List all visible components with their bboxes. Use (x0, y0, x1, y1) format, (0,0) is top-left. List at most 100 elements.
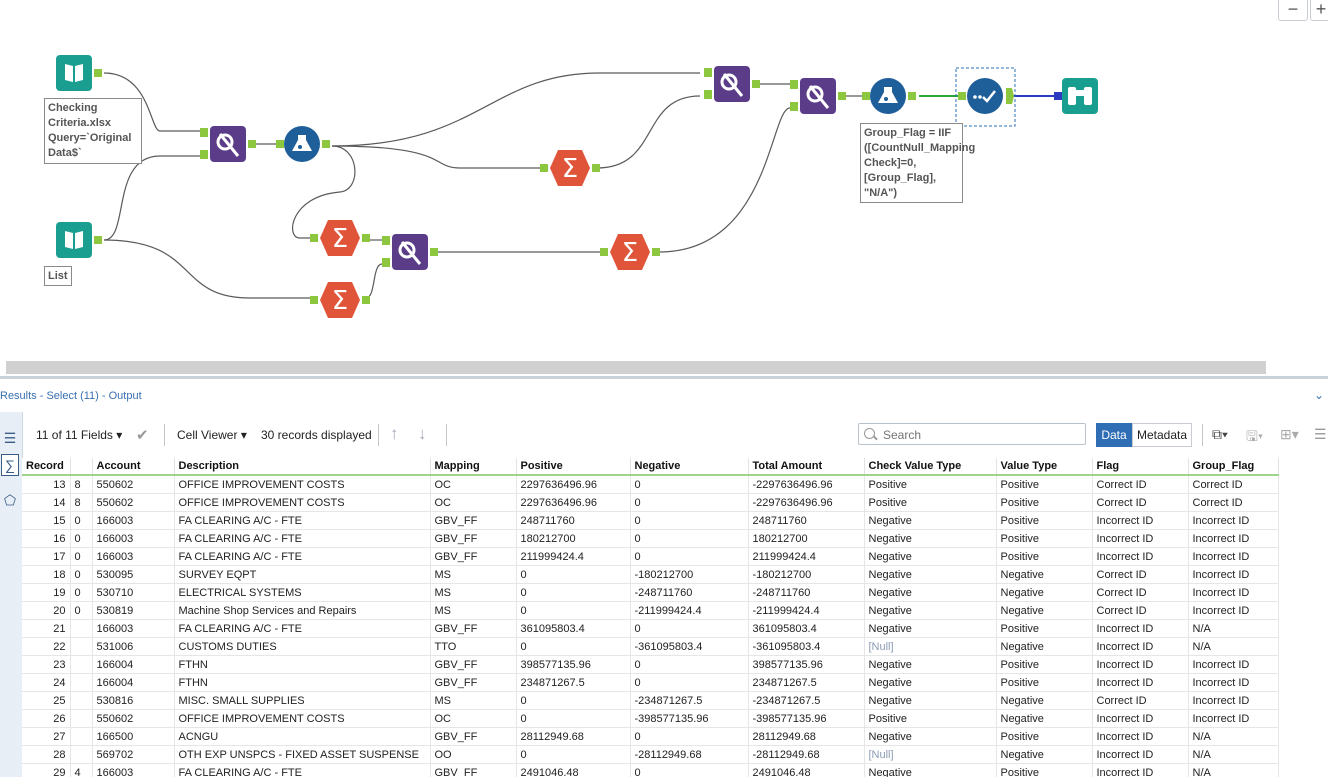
table-cell[interactable]: Positive (996, 475, 1093, 494)
record-number-cell[interactable]: 27 (22, 727, 71, 746)
table-cell[interactable] (70, 745, 93, 764)
table-cell[interactable]: -28112949.68 (748, 745, 865, 764)
table-cell[interactable]: -398577135.96 (630, 709, 749, 728)
table-cell[interactable]: Positive (996, 493, 1093, 512)
table-cell[interactable] (70, 727, 93, 746)
table-cell[interactable]: Negative (996, 691, 1093, 710)
table-cell[interactable]: 569702 (92, 745, 175, 764)
table-cell[interactable]: Positive (996, 655, 1093, 674)
table-cell[interactable]: FTHN (174, 673, 431, 692)
join-tool[interactable] (704, 66, 764, 102)
table-cell[interactable]: FTHN (174, 655, 431, 674)
record-number-cell[interactable]: 19 (22, 583, 71, 602)
table-cell[interactable]: N/A (1188, 619, 1279, 638)
table-cell[interactable]: MISC. SMALL SUPPLIES (174, 691, 431, 710)
record-number-cell[interactable]: 18 (22, 565, 71, 584)
table-cell[interactable]: 234871267.5 (516, 673, 631, 692)
table-cell[interactable]: 0 (516, 637, 631, 656)
table-cell[interactable]: 166004 (92, 655, 175, 674)
select-tool[interactable] (958, 78, 1018, 114)
table-cell[interactable]: 166500 (92, 727, 175, 746)
table-cell[interactable]: Negative (864, 619, 997, 638)
record-number-cell[interactable]: 26 (22, 709, 71, 728)
table-cell[interactable]: Negative (996, 745, 1093, 764)
table-cell[interactable]: Positive (996, 763, 1093, 777)
table-cell[interactable]: Positive (996, 529, 1093, 548)
table-cell[interactable]: 234871267.5 (748, 673, 865, 692)
scrollbar-thumb[interactable] (6, 361, 1266, 374)
add-table-icon[interactable]: ⊞▾ (1280, 426, 1299, 442)
table-cell[interactable]: -234871267.5 (748, 691, 865, 710)
table-cell[interactable]: 166003 (92, 619, 175, 638)
table-cell[interactable]: FA CLEARING A/C - FTE (174, 547, 431, 566)
table-cell[interactable]: Negative (864, 565, 997, 584)
column-header[interactable] (70, 458, 93, 476)
input-data-tool[interactable] (56, 222, 102, 258)
table-cell[interactable]: Incorrect ID (1092, 709, 1189, 728)
table-cell[interactable]: 398577135.96 (516, 655, 631, 674)
table-cell[interactable]: 2297636496.96 (516, 493, 631, 512)
table-cell[interactable]: Incorrect ID (1188, 655, 1279, 674)
table-cell[interactable]: 8 (70, 493, 93, 512)
column-header[interactable]: Account (92, 458, 175, 476)
check-icon[interactable]: ✔ (136, 427, 149, 444)
formula-tool[interactable] (862, 78, 922, 114)
record-number-cell[interactable]: 13 (22, 475, 71, 494)
record-number-cell[interactable]: 24 (22, 673, 71, 692)
table-cell[interactable]: OO (430, 745, 517, 764)
column-header[interactable]: Total Amount (748, 458, 865, 476)
table-cell[interactable]: Incorrect ID (1188, 601, 1279, 620)
search-input[interactable] (881, 427, 1081, 443)
table-cell[interactable]: Negative (864, 547, 997, 566)
table-cell[interactable]: 550602 (92, 475, 175, 494)
table-cell[interactable]: 0 (630, 655, 749, 674)
search-field[interactable] (858, 423, 1086, 445)
table-cell[interactable]: OC (430, 475, 517, 494)
record-number-cell[interactable]: 20 (22, 601, 71, 620)
table-cell[interactable]: 361095803.4 (516, 619, 631, 638)
record-number-cell[interactable]: 22 (22, 637, 71, 656)
table-cell[interactable]: 248711760 (748, 511, 865, 530)
record-number-cell[interactable]: 25 (22, 691, 71, 710)
table-cell[interactable]: OC (430, 493, 517, 512)
table-cell[interactable] (70, 691, 93, 710)
column-header[interactable]: Description (174, 458, 431, 476)
table-cell[interactable]: Correct ID (1092, 493, 1189, 512)
table-cell[interactable]: 530710 (92, 583, 175, 602)
pane-splitter[interactable] (0, 376, 1328, 379)
table-cell[interactable]: 530819 (92, 601, 175, 620)
summarize-tool[interactable]: Σ (600, 234, 660, 270)
menu-icon[interactable]: ☰ (1314, 426, 1327, 442)
table-cell[interactable]: FA CLEARING A/C - FTE (174, 511, 431, 530)
canvas-horizontal-scrollbar[interactable] (0, 360, 1328, 374)
copy-icon[interactable]: ⧉▾ (1212, 426, 1228, 442)
workflow-canvas[interactable]: − + Checking Criter (0, 0, 1328, 360)
table-cell[interactable]: 0 (70, 529, 93, 548)
table-cell[interactable]: N/A (1188, 763, 1279, 777)
table-cell[interactable]: 28112949.68 (748, 727, 865, 746)
table-cell[interactable] (70, 619, 93, 638)
table-cell[interactable]: -211999424.4 (748, 601, 865, 620)
arrow-up-icon[interactable]: ↑ (390, 424, 399, 443)
table-cell[interactable]: 0 (630, 547, 749, 566)
table-cell[interactable]: FA CLEARING A/C - FTE (174, 529, 431, 548)
fields-dropdown[interactable]: 11 of 11 Fields ▾ (36, 428, 122, 442)
table-cell[interactable]: 166003 (92, 763, 175, 777)
list-view-icon[interactable]: ☰ (3, 430, 17, 446)
table-cell[interactable]: Machine Shop Services and Repairs (174, 601, 431, 620)
table-cell[interactable]: OFFICE IMPROVEMENT COSTS (174, 709, 431, 728)
table-cell[interactable]: Positive (864, 709, 997, 728)
column-header[interactable]: Record (22, 458, 71, 476)
chevron-down-icon[interactable]: ⌄ (1313, 388, 1324, 402)
table-cell[interactable]: GBV_FF (430, 511, 517, 530)
table-cell[interactable]: 0 (630, 475, 749, 494)
table-cell[interactable]: 248711760 (516, 511, 631, 530)
table-cell[interactable]: FA CLEARING A/C - FTE (174, 619, 431, 638)
table-cell[interactable]: Positive (864, 475, 997, 494)
table-cell[interactable]: Positive (996, 673, 1093, 692)
table-cell[interactable]: Positive (996, 511, 1093, 530)
